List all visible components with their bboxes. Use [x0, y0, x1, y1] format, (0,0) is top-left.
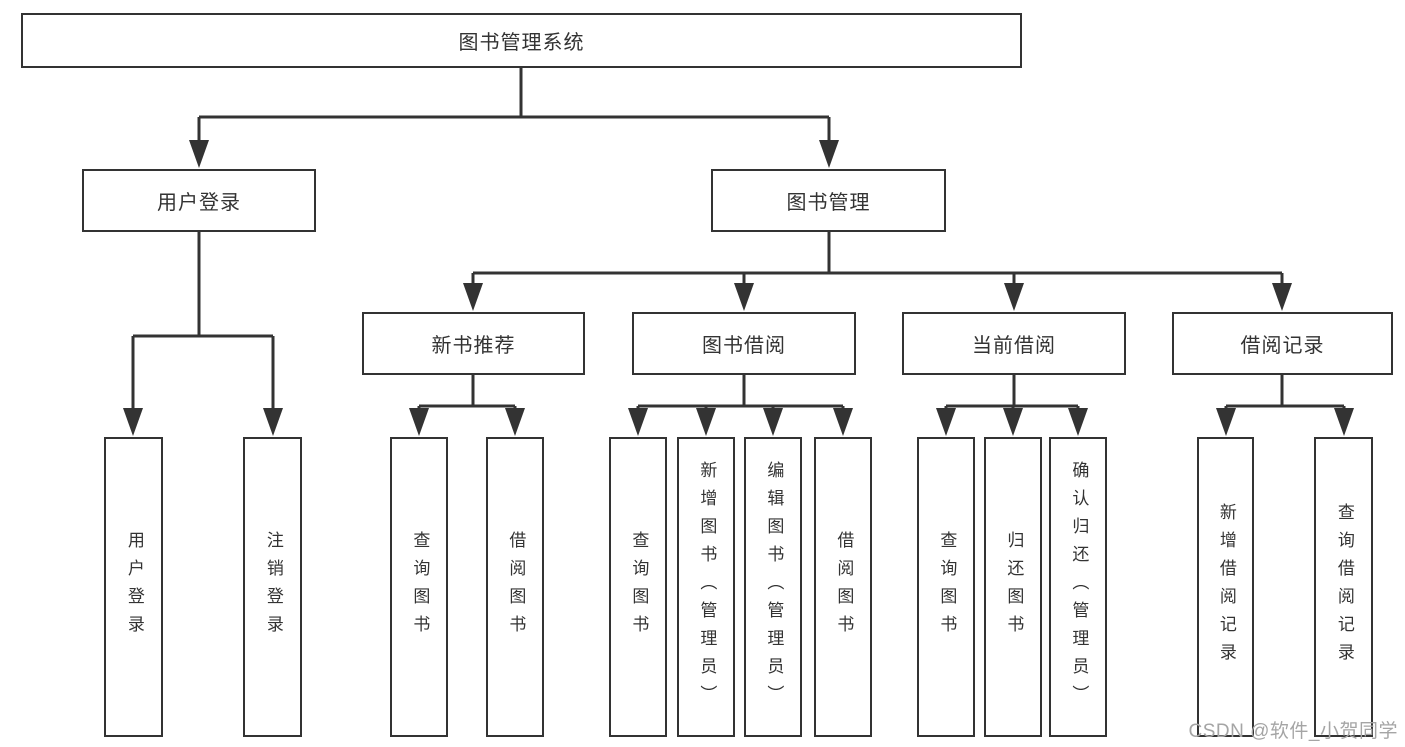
node-label: 用户登录: [157, 192, 241, 214]
node-borrowing-add-books-admin: 新增图书（管理员）: [677, 437, 735, 737]
node-label: 新书推荐: [431, 335, 516, 357]
node-label: 借阅图书: [506, 531, 526, 643]
node-records-query-record: 查询借阅记录: [1314, 437, 1373, 737]
node-label: 用户登录: [124, 531, 144, 643]
node-logout-leaf: 注销登录: [243, 437, 302, 737]
node-label: 查询图书: [937, 531, 957, 643]
node-current-return-books: 归还图书: [984, 437, 1042, 737]
node-book-borrowing: 图书借阅: [632, 312, 856, 375]
node-login-leaf: 用户登录: [104, 437, 163, 737]
node-label: 查询图书: [410, 531, 430, 643]
watermark-text: CSDN @软件_小贺同学: [1188, 721, 1398, 742]
node-label: 新增借阅记录: [1216, 503, 1236, 671]
node-label: 注销登录: [263, 531, 283, 643]
node-current-confirm-return-admin: 确认归还（管理员）: [1049, 437, 1107, 737]
node-book-management: 图书管理: [711, 169, 946, 232]
node-label: 确认归还（管理员）: [1069, 461, 1089, 713]
node-borrowing-records: 借阅记录: [1172, 312, 1393, 375]
node-current-borrowing: 当前借阅: [902, 312, 1126, 375]
node-new-book-recommendation: 新书推荐: [362, 312, 585, 375]
node-label: 编辑图书（管理员）: [764, 461, 784, 713]
node-label: 查询图书: [629, 531, 649, 643]
node-recommend-query-books: 查询图书: [390, 437, 448, 737]
node-label: 归还图书: [1004, 531, 1024, 643]
node-borrowing-query-books: 查询图书: [609, 437, 667, 737]
node-borrowing-edit-books-admin: 编辑图书（管理员）: [744, 437, 802, 737]
node-label: 当前借阅: [972, 335, 1056, 357]
node-user-login: 用户登录: [82, 169, 316, 232]
node-records-add-record: 新增借阅记录: [1197, 437, 1254, 737]
node-recommend-borrow-books: 借阅图书: [486, 437, 544, 737]
node-label: 图书管理系统: [458, 32, 585, 54]
node-current-query-books: 查询图书: [917, 437, 975, 737]
node-label: 图书借阅: [702, 335, 786, 357]
node-label: 借阅图书: [834, 531, 854, 643]
node-label: 查询借阅记录: [1334, 503, 1354, 671]
node-label: 图书管理: [786, 192, 871, 214]
node-label: 新增图书（管理员）: [697, 461, 717, 713]
node-library-management-system: 图书管理系统: [21, 13, 1022, 68]
node-label: 借阅记录: [1240, 335, 1325, 357]
node-borrowing-borrow-books: 借阅图书: [814, 437, 872, 737]
